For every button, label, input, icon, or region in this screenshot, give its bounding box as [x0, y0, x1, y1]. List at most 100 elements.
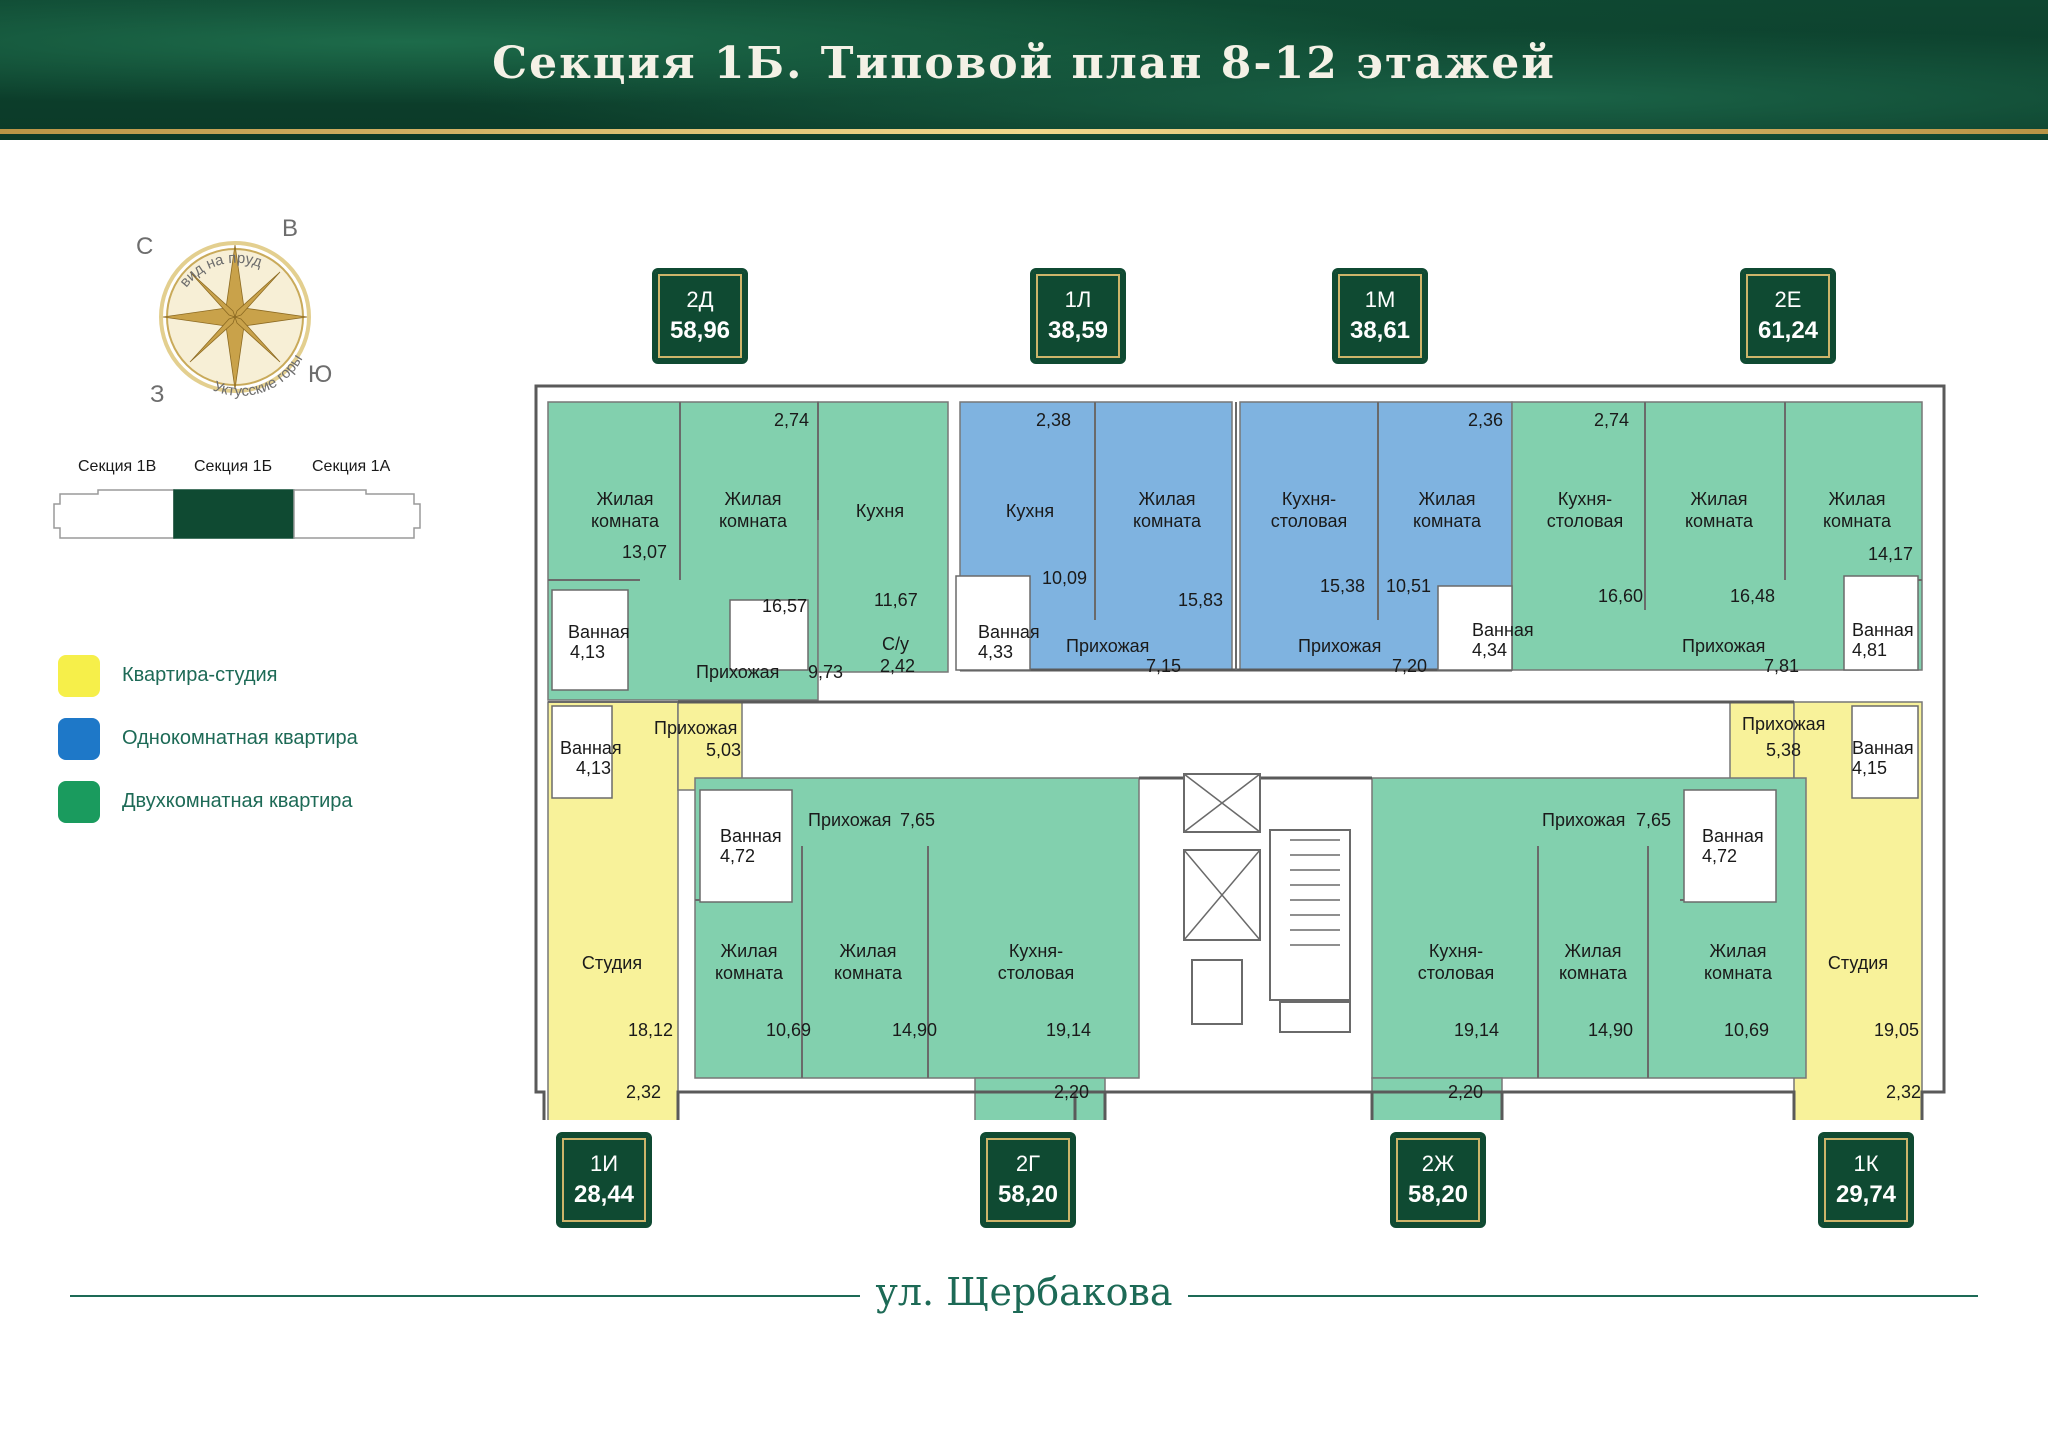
apartment-badge-2d[interactable]: 2Д 58,96 [652, 268, 748, 364]
area-hall-1m: 7,20 [1392, 656, 1428, 676]
floor-plan: Жилая комната Жилая комната Кухня Кухня … [530, 380, 1950, 1120]
apartment-badge-1l[interactable]: 1Л 38,59 [1030, 268, 1126, 364]
street-line-left [70, 1295, 860, 1297]
apartment-code: 2Е [1774, 287, 1802, 312]
apartment-code: 1К [1853, 1151, 1879, 1176]
legend-item-two-room: Двухкомнатная квартира [58, 781, 398, 825]
room-bath-2d: Ванная [568, 622, 630, 642]
area-hall-2g: 7,65 [900, 810, 936, 830]
area-balcony-2g: 2,20 [1054, 1082, 1090, 1102]
legend-item-one-room: Однокомнатная квартира [58, 718, 398, 762]
apartment-code: 1Л [1064, 287, 1092, 312]
area-balcony-2e: 2,74 [1594, 410, 1630, 430]
legend-item-studio: Квартира-студия [58, 655, 398, 699]
room-kitchen-dining-2g: Кухня- столовая [997, 941, 1075, 983]
area-bath-2g: 4,72 [720, 846, 756, 866]
apartment-code: 1И [589, 1151, 619, 1176]
apartment-area: 29,74 [1835, 1181, 1897, 1208]
compass-icon: вид на пруд Уктусские горы [159, 241, 311, 400]
area-kitchen-dining-1m: 15,38 [1320, 576, 1366, 596]
area-hall-2d: 9,73 [808, 662, 844, 682]
apartment-code: 2Д [686, 287, 714, 312]
legend-swatch-one-room [58, 718, 100, 760]
apartment-code: 1М [1364, 287, 1396, 312]
room-bath-1m: Ванная [1472, 620, 1534, 640]
legend-label-one-room: Однокомнатная квартира [122, 727, 358, 749]
room-kitchen-dining-2zh: Кухня- столовая [1417, 941, 1495, 983]
apartment-badge-2e[interactable]: 2Е 61,24 [1740, 268, 1836, 364]
section-label-middle: Секция 1Б [194, 458, 273, 475]
area-living-2zh-1: 14,90 [1588, 1020, 1634, 1040]
room-kitchen-dining-1m: Кухня- столовая [1270, 489, 1348, 531]
area-living-1l: 15,83 [1178, 590, 1224, 610]
area-bath-1l: 4,33 [978, 642, 1014, 662]
apartment-area: 38,59 [1047, 317, 1109, 344]
compass-east: В [282, 215, 299, 242]
room-hall-1m: Прихожая [1298, 636, 1382, 656]
room-hall-1i: Прихожая [654, 718, 738, 738]
apartment-badge-1i[interactable]: 1И 28,44 [556, 1132, 652, 1228]
room-studio-1k: Студия [1827, 953, 1889, 973]
room-living-2d-2: Жилая комната [718, 489, 788, 531]
room-bath-1l: Ванная [978, 622, 1040, 642]
header-divider [0, 129, 2048, 134]
room-bath-2g: Ванная [720, 826, 782, 846]
floor-plan-drawing [534, 384, 1946, 1120]
room-hall-2zh: Прихожая [1542, 810, 1626, 830]
area-living-1m: 10,51 [1386, 576, 1432, 596]
area-kitchen-2d: 11,67 [874, 590, 918, 610]
room-hall-1l: Прихожая [1066, 636, 1150, 656]
area-balcony-1k: 2,32 [1886, 1082, 1922, 1102]
area-bath-2zh: 4,72 [1702, 846, 1738, 866]
area-balcony-2zh: 2,20 [1448, 1082, 1484, 1102]
apartment-area: 61,24 [1757, 317, 1819, 344]
area-bath-1k: 4,15 [1852, 758, 1888, 778]
area-kitchen-dining-2g: 19,14 [1046, 1020, 1092, 1040]
area-living-2g-2: 14,90 [892, 1020, 938, 1040]
apartment-badge-2zh[interactable]: 2Ж 58,20 [1390, 1132, 1486, 1228]
area-studio-1i: 18,12 [628, 1020, 674, 1040]
room-living-1l: Жилая комната [1132, 489, 1202, 531]
apartment-area: 58,20 [997, 1181, 1059, 1208]
apartment-badge-1m[interactable]: 1М 38,61 [1332, 268, 1428, 364]
room-wc-2d: С/у [882, 634, 909, 654]
room-hall-2g: Прихожая [808, 810, 892, 830]
street-line-right [1188, 1295, 1978, 1297]
area-hall-1l: 7,15 [1146, 656, 1182, 676]
area-hall-2zh: 7,65 [1636, 810, 1672, 830]
room-bath-2zh: Ванная [1702, 826, 1764, 846]
area-wc-2d: 2,42 [880, 656, 916, 676]
legend-label-studio: Квартира-студия [122, 664, 278, 686]
room-living-2zh-2: Жилая комната [1703, 941, 1773, 983]
area-balcony-2d: 2,74 [774, 410, 810, 430]
room-kitchen-dining-2e: Кухня- столовая [1546, 489, 1624, 531]
area-kitchen-dining-2zh: 19,14 [1454, 1020, 1500, 1040]
apartment-area: 58,96 [669, 317, 731, 344]
area-kitchen-dining-2e: 16,60 [1598, 586, 1644, 606]
legend-swatch-studio [58, 655, 100, 697]
compass-north: С [136, 233, 154, 260]
legend-swatch-two-room [58, 781, 100, 823]
street-name: ул. Щербакова [875, 1270, 1173, 1314]
apartment-badge-1k[interactable]: 1К 29,74 [1818, 1132, 1914, 1228]
room-bath-2e: Ванная [1852, 620, 1914, 640]
apartment-code: 2Г [1015, 1151, 1041, 1176]
room-kitchen-1l: Кухня [1005, 501, 1055, 521]
page-title: Секция 1Б. Типовой план 8-12 этажей [492, 38, 1556, 89]
area-hall-1i: 5,03 [706, 740, 742, 760]
apartment-badge-2g[interactable]: 2Г 58,20 [980, 1132, 1076, 1228]
room-living-2e-1: Жилая комната [1684, 489, 1754, 531]
section-label-right: Секция 1А [312, 458, 391, 475]
compass-south: Ю [308, 361, 333, 388]
area-balcony-1i: 2,32 [626, 1082, 662, 1102]
apartment-area: 28,44 [573, 1181, 635, 1208]
area-bath-2d: 4,13 [570, 642, 606, 662]
section-scheme-drawing [53, 489, 421, 539]
room-bath-1i: Ванная [560, 738, 622, 758]
area-balcony-1l: 2,38 [1036, 410, 1072, 430]
area-balcony-1m: 2,36 [1468, 410, 1504, 430]
room-living-1m: Жилая комната [1412, 489, 1482, 531]
section-scheme: Секция 1В Секция 1Б Секция 1А [52, 458, 424, 558]
area-hall-1k: 5,38 [1766, 740, 1802, 760]
compass-west: З [150, 381, 165, 408]
